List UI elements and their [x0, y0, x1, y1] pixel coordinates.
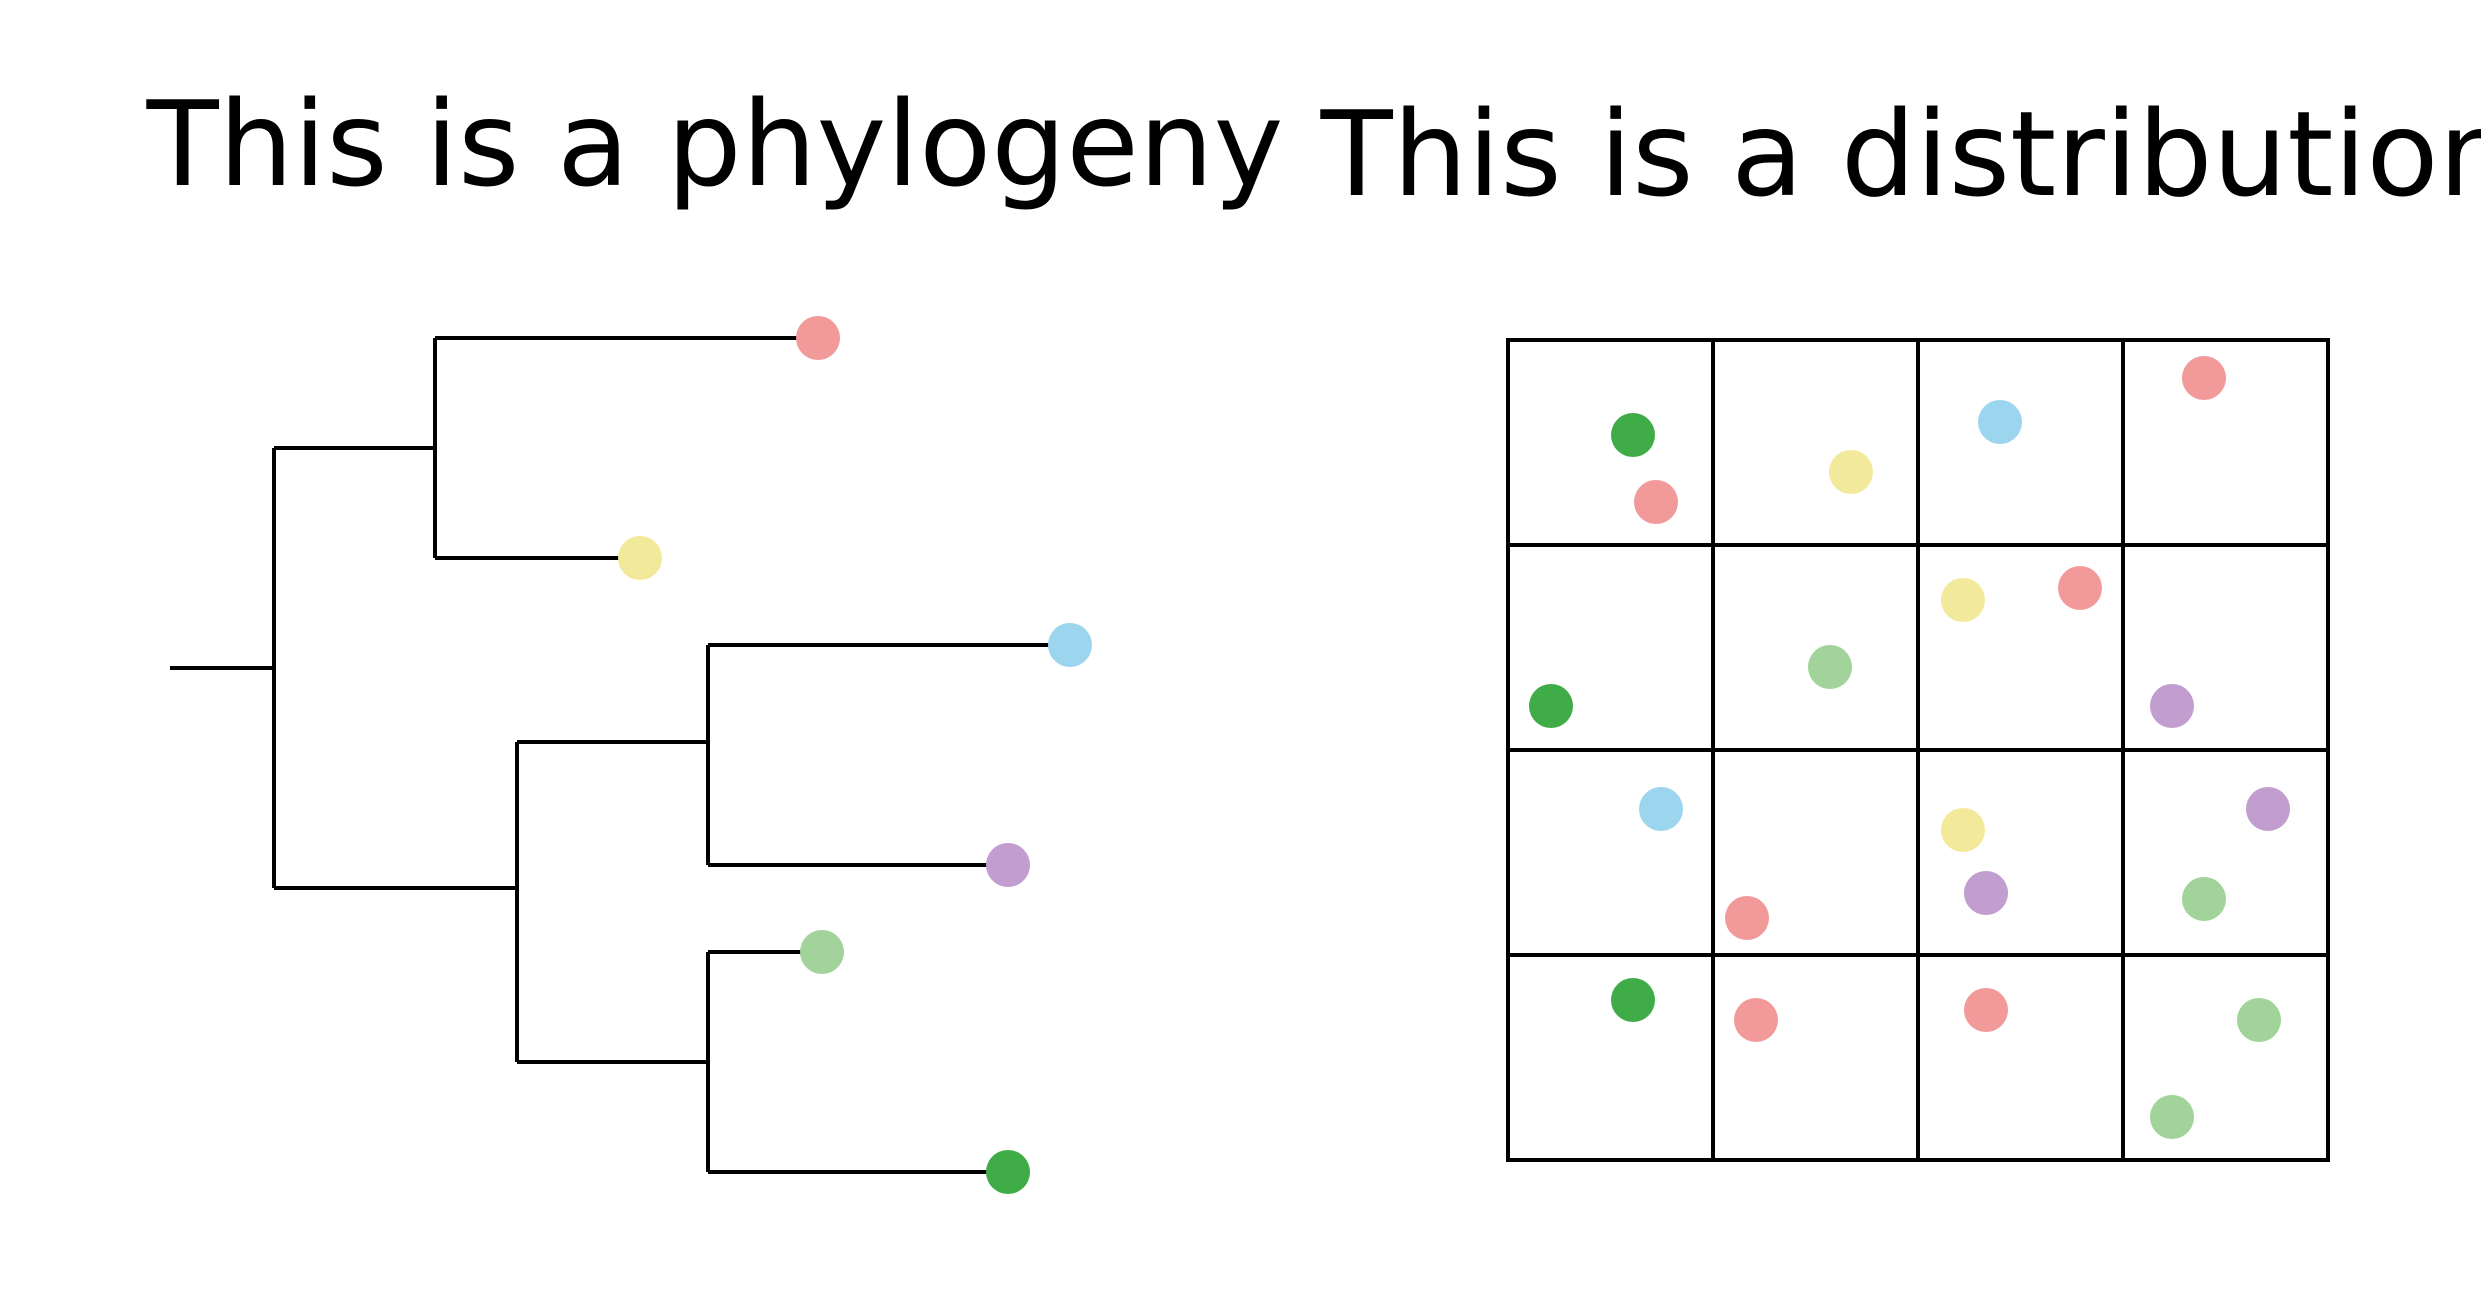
occurrence-dot — [1634, 480, 1678, 524]
tip-dot-pink — [796, 316, 840, 360]
occurrence-dot — [1734, 998, 1778, 1042]
phylogeny-title: This is a phylogeny — [146, 75, 1284, 213]
occurrence-dot — [2182, 877, 2226, 921]
occurrence-dot — [1611, 413, 1655, 457]
occurrence-dot — [1529, 684, 1573, 728]
occurrence-dot — [1808, 645, 1852, 689]
occurrence-dot — [2150, 684, 2194, 728]
tip-dot-blue — [1048, 623, 1092, 667]
phylogeny-tree — [170, 316, 1092, 1194]
occurrence-dot — [2237, 998, 2281, 1042]
tip-dot-darkgreen — [986, 1150, 1030, 1194]
occurrence-dot — [1941, 578, 1985, 622]
distribution-grid — [1506, 338, 2330, 1162]
occurrence-dot — [2182, 356, 2226, 400]
occurrence-dot — [1829, 450, 1873, 494]
tip-dot-purple — [986, 843, 1030, 887]
occurrence-dot — [2246, 787, 2290, 831]
occurrence-dot — [2058, 566, 2102, 610]
occurrence-dot — [2150, 1095, 2194, 1139]
distribution-title: This is a distribution — [1320, 85, 2481, 223]
occurrence-dot — [1725, 896, 1769, 940]
occurrence-dot — [1978, 400, 2022, 444]
tip-dot-lightgreen — [800, 930, 844, 974]
occurrence-dot — [1639, 787, 1683, 831]
occurrence-dot — [1941, 808, 1985, 852]
occurrence-dot — [1964, 871, 2008, 915]
occurrence-dot — [1611, 978, 1655, 1022]
occurrence-dot — [1964, 988, 2008, 1032]
tip-dot-yellow — [618, 536, 662, 580]
